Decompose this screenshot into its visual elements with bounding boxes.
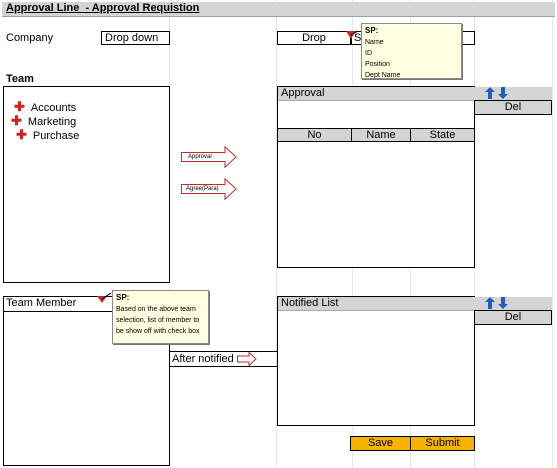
sp-note-bottom: SP: Based on the above team selection, l… — [112, 290, 209, 344]
gridline — [552, 0, 553, 468]
sort-arrows-icon[interactable] — [484, 296, 510, 310]
agree-arrow-button[interactable]: Agree(Para) — [181, 178, 237, 200]
approval-del-button[interactable]: Del — [474, 100, 552, 115]
approval-panel — [277, 86, 475, 268]
column-header-name[interactable]: Name — [351, 128, 411, 142]
column-header-no[interactable]: No — [277, 128, 352, 142]
drop-field[interactable]: Drop — [277, 31, 351, 45]
agree-arrow-label: Agree(Para) — [186, 186, 219, 192]
submit-button[interactable]: Submit — [410, 436, 475, 451]
team-item-accounts[interactable]: ✚ Accounts — [14, 99, 76, 115]
team-label: Team — [6, 73, 34, 85]
team-item-marketing[interactable]: ✚ Marketing — [11, 113, 76, 129]
team-item-purchase[interactable]: ✚ Purchase — [16, 127, 79, 143]
team-item-label: Purchase — [32, 130, 80, 142]
sp-note-top-heading: SP: — [365, 26, 379, 35]
sp-note-top: SP: Name ID Position Dept Name — [361, 23, 462, 79]
approval-arrow-button[interactable]: Approval — [181, 146, 237, 168]
team-member-label: Team Member — [6, 297, 77, 309]
team-item-label: Marketing — [27, 116, 77, 128]
team-tree-panel — [3, 86, 170, 283]
company-label: Company — [6, 32, 54, 44]
expand-plus-icon[interactable]: ✚ — [11, 113, 22, 128]
expand-plus-icon[interactable]: ✚ — [16, 127, 27, 142]
team-member-list[interactable] — [3, 311, 170, 466]
team-member-header — [3, 296, 170, 311]
column-header-state[interactable]: State — [410, 128, 475, 142]
notified-del-button[interactable]: Del — [474, 310, 552, 325]
right-arrow-icon — [181, 178, 237, 200]
page-title: Approval Line - Approval Requistion — [6, 2, 200, 14]
after-notified-label: After notified — [172, 353, 234, 365]
approval-arrow-label: Approval — [188, 154, 212, 160]
save-button[interactable]: Save — [350, 436, 411, 451]
comment-indicator-icon — [97, 292, 112, 303]
sort-arrows-icon[interactable] — [484, 86, 510, 100]
sp-note-top-line: Position — [365, 61, 390, 68]
notified-list-header: Notified List — [278, 297, 552, 311]
sp-note-top-line: Dept Name — [365, 72, 401, 79]
approval-panel-header: Approval — [278, 87, 552, 101]
notified-list-panel — [277, 296, 475, 426]
after-notified-row — [169, 351, 277, 367]
sp-note-bottom-heading: SP: — [116, 293, 130, 302]
after-notified-arrow-icon[interactable] — [237, 352, 257, 366]
gridline — [276, 0, 277, 468]
right-arrow-icon — [181, 146, 237, 168]
sp-note-bottom-text: Based on the above team selection, list … — [116, 306, 200, 335]
title-bar — [2, 2, 555, 17]
expand-plus-icon[interactable]: ✚ — [14, 99, 25, 114]
comment-indicator-icon — [346, 30, 358, 39]
sp-note-top-line: ID — [365, 50, 372, 57]
sp-note-top-line: Name — [365, 39, 384, 46]
team-item-label: Accounts — [30, 102, 77, 114]
company-dropdown[interactable]: Drop down — [101, 31, 170, 45]
